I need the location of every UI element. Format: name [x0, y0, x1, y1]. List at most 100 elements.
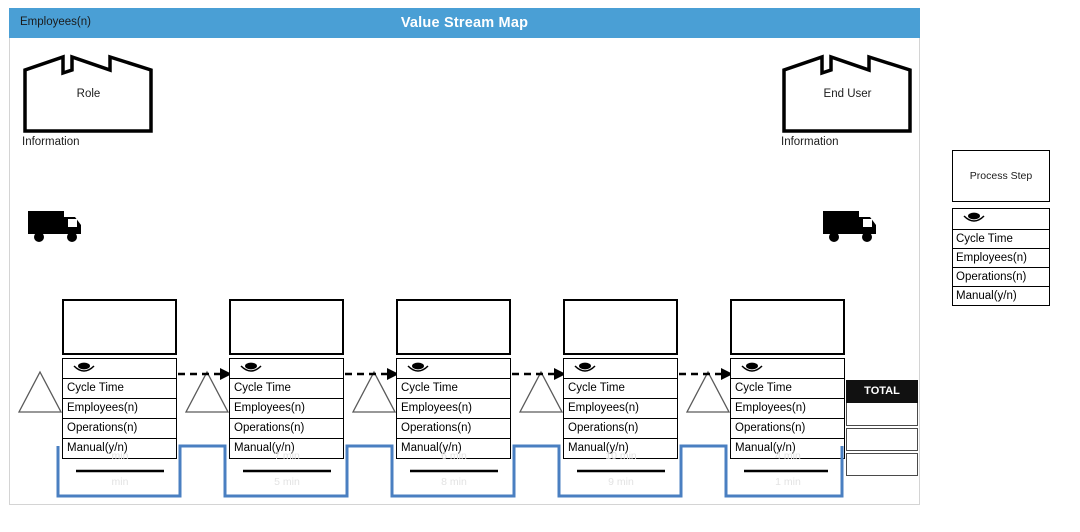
timeline-ladder: min min 7 min 5 min 6 min 8 min 10 min 9… [56, 444, 846, 500]
factory-icon [23, 54, 153, 133]
manual-row: Manual(y/n) [731, 439, 844, 459]
outbound-shipment[interactable] [820, 205, 882, 247]
process-step-5[interactable]: Cycle Time Employees(n) Operations(n) Ma… [730, 299, 845, 459]
triangle-icon [685, 370, 731, 413]
legend-data-table: Cycle Time Employees(n) Operations(n) Ma… [952, 208, 1050, 306]
employees-row: Employees(n) [63, 399, 176, 419]
eye-icon [73, 362, 95, 372]
process-step-data-table: Cycle Time Employees(n) Operations(n) Ma… [62, 358, 177, 459]
process-step-3[interactable]: Cycle Time Employees(n) Operations(n) Ma… [396, 299, 511, 459]
process-step-data-table: Cycle Time Employees(n) Operations(n) Ma… [229, 358, 344, 459]
total-row-1[interactable] [846, 403, 918, 426]
push-arrow-4 [679, 367, 735, 381]
employees-row: Employees(n) [397, 399, 510, 419]
inventory-triangle-4[interactable] [517, 368, 565, 416]
supplier-factory[interactable]: Role [22, 48, 155, 134]
customer-information-label: Information [781, 136, 839, 148]
triangle-icon [17, 370, 63, 413]
push-arrow-2 [345, 367, 401, 381]
process-step-name-box[interactable] [229, 299, 344, 355]
non-value-added-time-5: 1 min [775, 476, 801, 488]
non-value-added-time-1: min [111, 476, 129, 488]
legend-manual-row: Manual(y/n) [953, 287, 1049, 306]
legend-operations-row: Operations(n) [953, 268, 1049, 287]
manual-row: Manual(y/n) [230, 439, 343, 459]
non-value-added-time-4: 9 min [608, 476, 634, 488]
non-value-added-time-3: 8 min [441, 476, 467, 488]
employees-row: Employees(n) [230, 399, 343, 419]
supplier-label: Role [76, 88, 101, 100]
customer-factory[interactable]: End User [781, 48, 914, 134]
legend-panel: Process Step Cycle Time Employees(n) Ope… [952, 150, 1050, 306]
triangle-icon [351, 370, 397, 413]
eye-icon-row [230, 359, 343, 379]
page-title: Value Stream Map [400, 15, 529, 31]
legend-eye-icon-row [953, 211, 1049, 230]
truck-icon [823, 211, 876, 242]
legend-employees-row: Employees(n) [953, 249, 1049, 268]
timeline-shape [56, 444, 844, 498]
inventory-triangle-2[interactable] [183, 368, 231, 416]
value-added-time-1: min [111, 450, 129, 462]
process-step-data-table: Cycle Time Employees(n) Operations(n) Ma… [563, 358, 678, 459]
value-added-time-4: 10 min [605, 450, 637, 462]
operations-row: Operations(n) [731, 419, 844, 439]
factory-icon [782, 54, 912, 133]
header-left-label: Employees(n) [20, 16, 91, 28]
total-summary[interactable]: TOTAL [846, 380, 918, 476]
process-step-name-box[interactable] [62, 299, 177, 355]
eye-icon [240, 362, 262, 372]
value-added-time-3: 6 min [441, 450, 467, 462]
operations-row: Operations(n) [397, 419, 510, 439]
dashed-arrow-icon [679, 368, 733, 380]
eye-icon [407, 362, 429, 372]
process-step-1[interactable]: Cycle Time Employees(n) Operations(n) Ma… [62, 299, 177, 459]
supplier-information-label: Information [22, 136, 80, 148]
title-bar: Employees(n) Value Stream Map [9, 8, 920, 38]
dashed-arrow-icon [178, 368, 232, 380]
non-value-added-time-2: 5 min [274, 476, 300, 488]
eye-icon-row [731, 359, 844, 379]
inventory-triangle-3[interactable] [350, 368, 398, 416]
operations-row: Operations(n) [564, 419, 677, 439]
total-header: TOTAL [846, 380, 918, 403]
cycle-time-row: Cycle Time [230, 379, 343, 399]
eye-icon [963, 212, 985, 222]
triangle-icon [518, 370, 564, 413]
process-step-data-table: Cycle Time Employees(n) Operations(n) Ma… [730, 358, 845, 459]
total-row-3[interactable] [846, 453, 918, 476]
dashed-arrow-icon [512, 368, 566, 380]
inventory-triangle-5[interactable] [684, 368, 732, 416]
operations-row: Operations(n) [230, 419, 343, 439]
eye-icon-row [564, 359, 677, 379]
inbound-shipment[interactable] [25, 205, 87, 247]
value-added-time-2: 7 min [274, 450, 300, 462]
dashed-arrow-icon [345, 368, 399, 380]
triangle-icon [184, 370, 230, 413]
eye-icon [574, 362, 596, 372]
truck-icon [28, 211, 81, 242]
push-arrow-3 [512, 367, 568, 381]
cycle-time-row: Cycle Time [63, 379, 176, 399]
cycle-time-row: Cycle Time [397, 379, 510, 399]
cycle-time-row: Cycle Time [731, 379, 844, 399]
employees-row: Employees(n) [564, 399, 677, 419]
operations-row: Operations(n) [63, 419, 176, 439]
process-step-2[interactable]: Cycle Time Employees(n) Operations(n) Ma… [229, 299, 344, 459]
process-step-4[interactable]: Cycle Time Employees(n) Operations(n) Ma… [563, 299, 678, 459]
manual-row: Manual(y/n) [397, 439, 510, 459]
total-row-2[interactable] [846, 428, 918, 451]
process-step-name-box[interactable] [563, 299, 678, 355]
manual-row: Manual(y/n) [564, 439, 677, 459]
inventory-triangle-1[interactable] [16, 368, 64, 416]
eye-icon-row [397, 359, 510, 379]
process-step-name-box[interactable] [396, 299, 511, 355]
employees-row: Employees(n) [731, 399, 844, 419]
process-step-data-table: Cycle Time Employees(n) Operations(n) Ma… [396, 358, 511, 459]
manual-row: Manual(y/n) [63, 439, 176, 459]
eye-icon-row [63, 359, 176, 379]
cycle-time-row: Cycle Time [564, 379, 677, 399]
legend-cycle-time-row: Cycle Time [953, 230, 1049, 249]
process-step-name-box[interactable] [730, 299, 845, 355]
